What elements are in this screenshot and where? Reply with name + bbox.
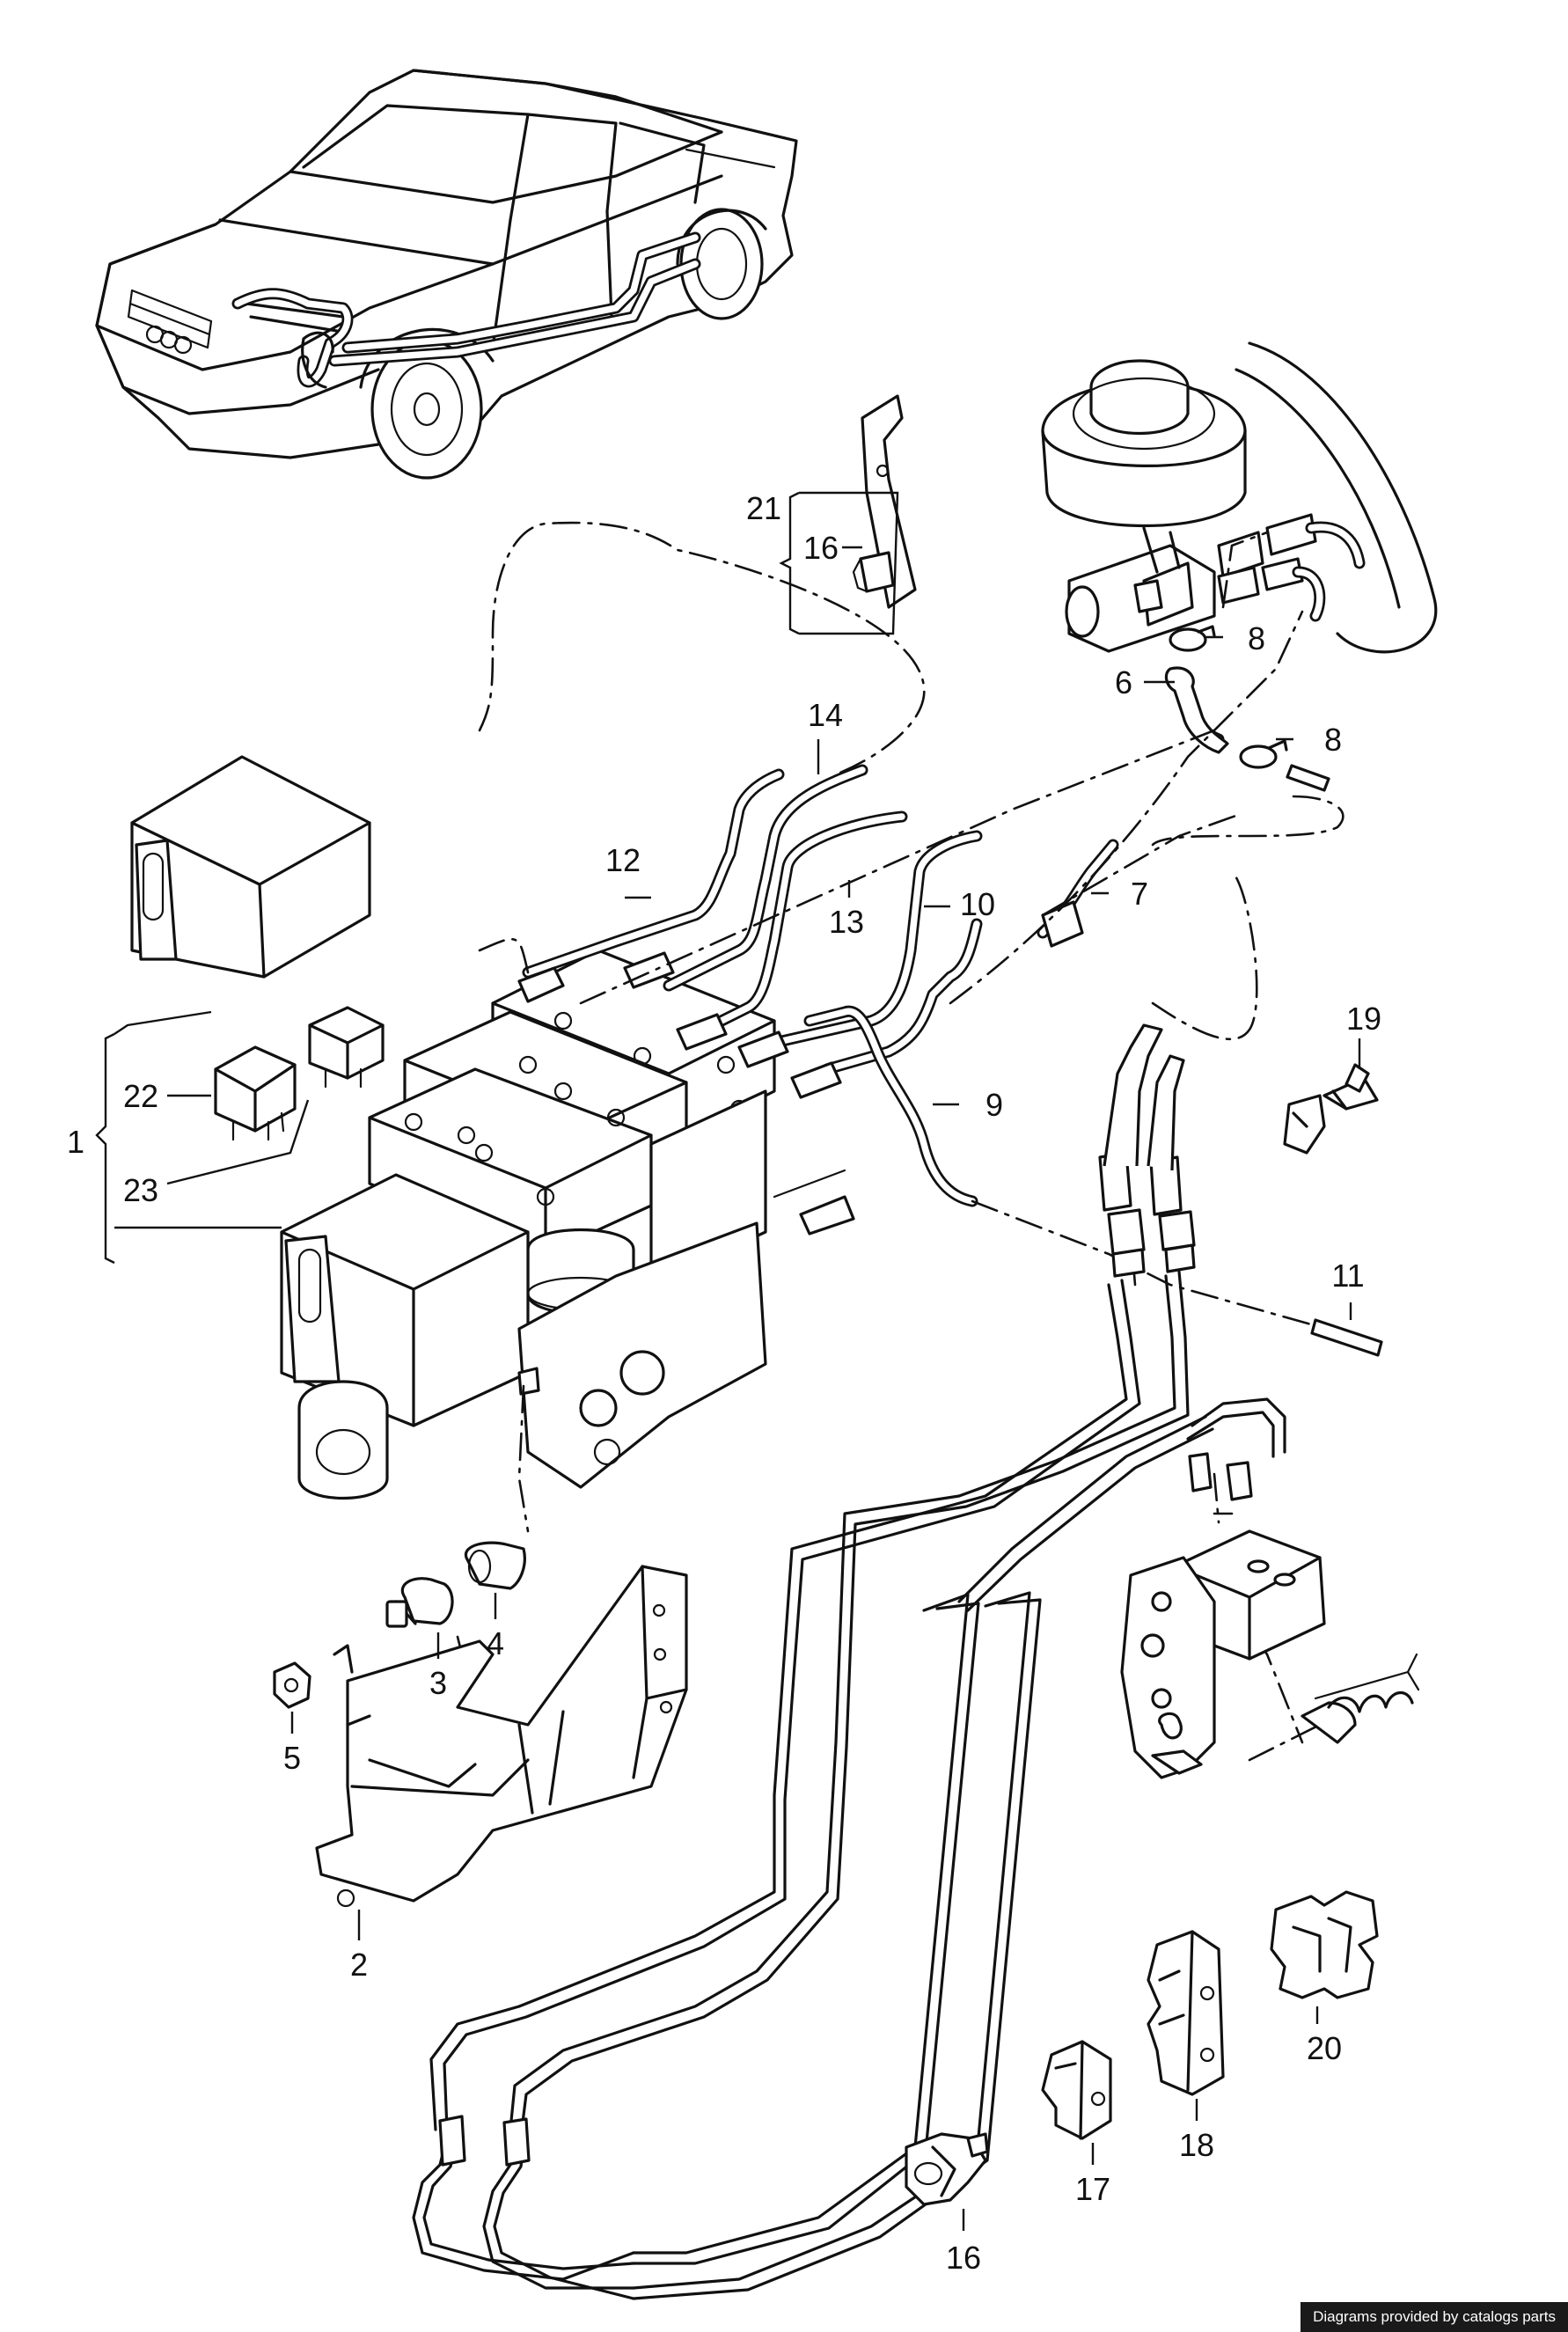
- pipe-clip-17: [1041, 2040, 1112, 2140]
- callout-2: 2: [350, 1947, 368, 1983]
- callout-labels: 1 2 3 4 5 6 7 8 8 9 10 11 12 13 14 16 16…: [67, 490, 1381, 2276]
- relay-23: [308, 1006, 385, 1089]
- callout-1: 1: [67, 1124, 84, 1160]
- callout-7: 7: [1131, 876, 1148, 912]
- pipe-clip-18: [1147, 1930, 1225, 2096]
- pipe-clip-16: [905, 2132, 989, 2206]
- pipe-clip-20: [1270, 1890, 1379, 1999]
- bracket-21: [852, 394, 917, 609]
- callout-18: 18: [1179, 2127, 1214, 2163]
- callout-16-lower: 16: [946, 2240, 981, 2276]
- relay-22: [214, 1045, 297, 1141]
- mount-4: [464, 1541, 526, 1590]
- callout-5: 5: [283, 1740, 301, 1776]
- part-11-rod: [1310, 1318, 1383, 1357]
- mounting-bracket-2: [315, 1565, 688, 1908]
- callout-13: 13: [829, 904, 864, 940]
- nut-5: [273, 1661, 311, 1709]
- brake-booster-master-cylinder: [1041, 341, 1438, 654]
- callout-20: 20: [1307, 2030, 1342, 2066]
- callout-16-upper: 16: [803, 530, 839, 566]
- callout-12: 12: [605, 842, 641, 878]
- callout-10: 10: [960, 886, 995, 922]
- hydraulic-modulator: [368, 949, 776, 1316]
- callout-6: 6: [1115, 664, 1132, 700]
- vacuum-hose-6: [1164, 666, 1229, 754]
- pump-body: [517, 1221, 767, 1489]
- callout-3: 3: [429, 1665, 447, 1701]
- callout-14: 14: [808, 697, 843, 733]
- callout-19: 19: [1346, 1001, 1381, 1037]
- relay-cover-upper: [130, 755, 371, 979]
- vehicle-outline: [95, 69, 798, 480]
- ecu-cover-lower: [280, 1173, 530, 1500]
- pipe-clip-19: [1283, 1063, 1379, 1155]
- brake-pipes-upper: [517, 764, 1119, 1236]
- hose-clamp-8-upper: [1169, 625, 1216, 652]
- callout-8-lower: 8: [1324, 722, 1342, 758]
- callout-11: 11: [1331, 1258, 1364, 1294]
- mount-3: [385, 1577, 454, 1628]
- callout-21: 21: [746, 490, 781, 526]
- callout-8-upper: 8: [1248, 620, 1265, 656]
- callout-4: 4: [487, 1625, 504, 1661]
- pressure-regulator-valve: [1120, 1529, 1420, 1779]
- callout-9: 9: [985, 1087, 1003, 1123]
- callout-23: 23: [123, 1172, 158, 1208]
- pipe-fittings: [438, 1023, 1253, 2167]
- callout-17: 17: [1075, 2171, 1110, 2207]
- attribution-footer: Diagrams provided by catalogs parts: [1301, 2302, 1568, 2332]
- leader-lines: [95, 491, 1361, 2231]
- hose-clamp-8-lower: [1239, 739, 1330, 792]
- callout-22: 22: [123, 1078, 158, 1114]
